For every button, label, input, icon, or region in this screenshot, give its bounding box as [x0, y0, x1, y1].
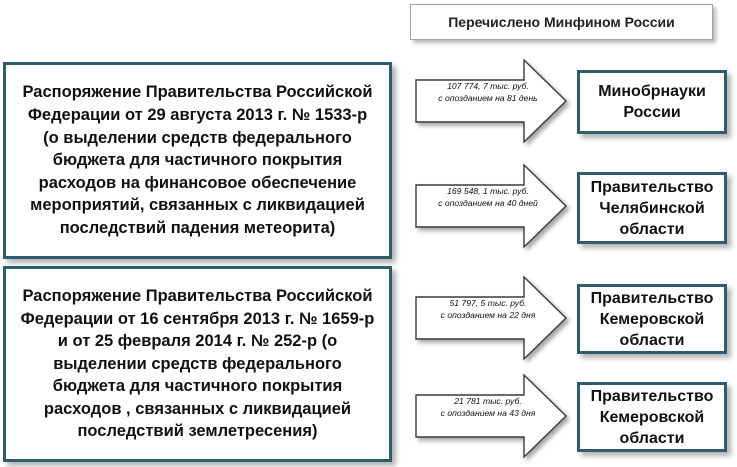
recipient-line: области [619, 220, 685, 238]
recipient-line: Правительство [590, 387, 714, 405]
transfer-arrow-1: 107 774, 7 тыс. руб. с опозданием на 81 … [414, 58, 569, 144]
transfer-delay: с опозданием на 22 дня [440, 310, 536, 320]
recipient-line: Челябинской [599, 199, 705, 217]
recipient-line: области [619, 429, 685, 447]
government-order-text: Распоряжение Правительства Российской Фе… [22, 83, 373, 237]
transfer-arrow-3: 51 797, 5 тыс. руб. с опозданием на 22 д… [414, 275, 569, 361]
recipient-box-kemerovo-2: Правительство Кемеровской области [577, 382, 727, 452]
recipient-line: России [623, 104, 681, 121]
transfer-label: 51 797, 5 тыс. руб. с опозданием на 22 д… [414, 297, 562, 321]
recipient-box-kemerovo-1: Правительство Кемеровской области [577, 284, 727, 354]
recipient-box-chelyabinsk: Правительство Челябинской области [577, 172, 727, 244]
government-order-text: Распоряжение Правительства Российской Фе… [20, 286, 375, 441]
government-order-box-meteorite: Распоряжение Правительства Российской Фе… [3, 62, 392, 259]
transfer-arrow-4: 21 781 тыс. руб. с опозданием на 43 дня [414, 373, 569, 459]
government-order-box-earthquake: Распоряжение Правительства Российской Фе… [3, 266, 392, 462]
transfer-arrow-2: 169 548, 1 тыс. руб. с опозданием на 40 … [414, 163, 569, 249]
recipient-line: Кемеровской [599, 408, 705, 426]
transfer-amount: 169 548, 1 тыс. руб. [447, 186, 529, 196]
recipient-line: Правительство [590, 289, 714, 307]
recipient-box-minobrnauki: Минобрнауки России [577, 70, 727, 134]
recipient-line: Кемеровской [599, 310, 705, 328]
transfer-amount: 21 781 тыс. руб. [454, 396, 522, 406]
transfer-amount: 51 797, 5 тыс. руб. [449, 298, 527, 308]
transfer-amount: 107 774, 7 тыс. руб. [447, 81, 529, 91]
transfer-delay: с опозданием на 43 дня [440, 408, 536, 418]
arrow-shape [415, 373, 568, 459]
transfer-label: 21 781 тыс. руб. с опозданием на 43 дня [414, 395, 562, 419]
recipient-line: Правительство [590, 178, 714, 196]
transferred-by-minfin-header: Перечислено Минфином России [410, 4, 713, 40]
transfer-delay: с опозданием на 40 дней [438, 198, 538, 208]
transfer-delay: с опозданием на 81 день [438, 93, 538, 103]
recipient-line: области [619, 331, 685, 349]
transfer-label: 107 774, 7 тыс. руб. с опозданием на 81 … [414, 80, 562, 104]
transfer-label: 169 548, 1 тыс. руб. с опозданием на 40 … [414, 185, 562, 209]
arrow-shape [415, 163, 568, 249]
arrow-shape [415, 58, 568, 144]
header-label: Перечислено Минфином России [448, 14, 675, 30]
recipient-line: Минобрнауки [598, 83, 706, 100]
arrow-shape [415, 275, 568, 361]
